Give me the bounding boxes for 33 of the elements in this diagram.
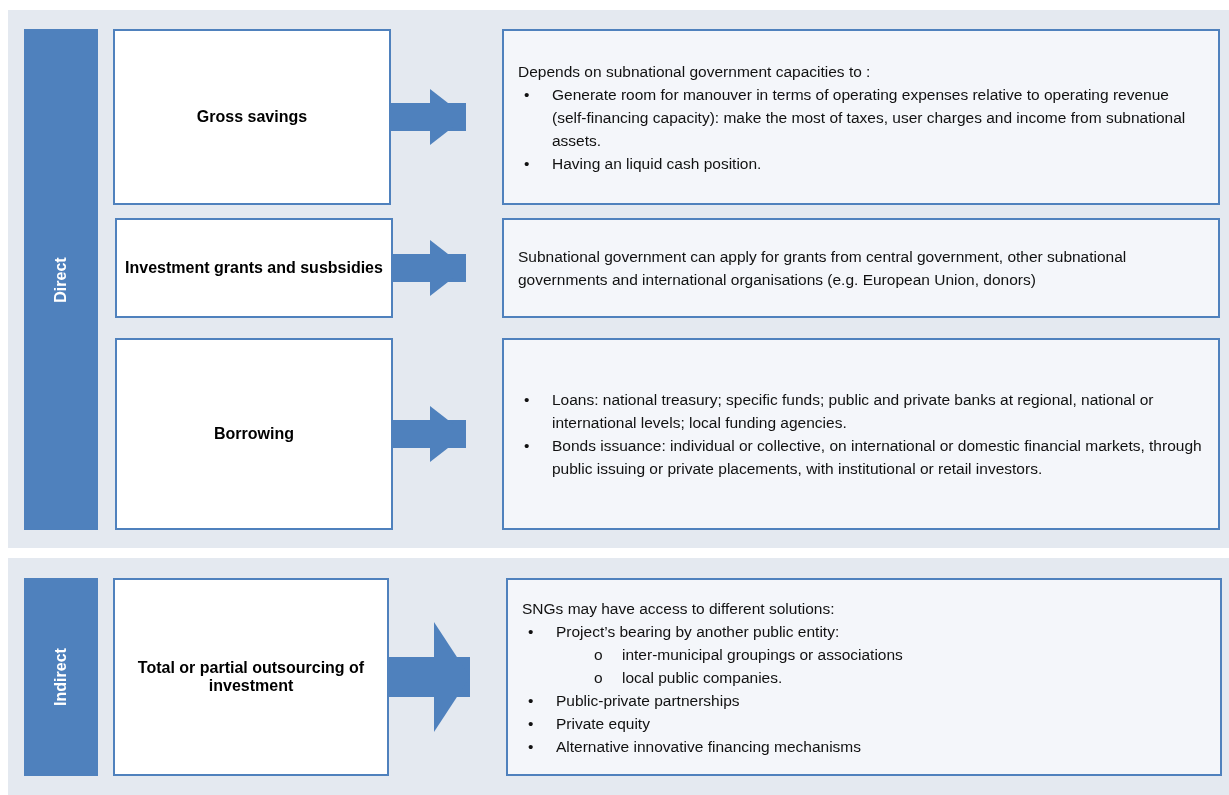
source-box	[113, 29, 391, 205]
category-label: Direct	[52, 256, 70, 303]
source-label: Investment grants and susbsidies	[125, 259, 383, 277]
source-label: Borrowing	[214, 425, 294, 443]
bullet-item: • Alternative innovative financing mechanisms	[527, 736, 862, 757]
description-text: SNGs may have access to different solutions:	[522, 598, 836, 619]
bullet-item: • Generate room for manouver in terms of operating expenses relative to operating revenue (self-financing capacity): make the most of taxes, user charges and income from subnational assets.	[523, 84, 1187, 151]
description-box	[502, 218, 1220, 318]
sub-bullet-item: o inter-municipal groupings or associations	[593, 644, 904, 665]
description-text: Depends on subnational government capacities to :	[518, 61, 872, 82]
bullet-item: • Public-private partnerships	[527, 690, 741, 711]
block-arrow	[393, 406, 466, 462]
category-band	[24, 578, 98, 776]
block-arrow	[389, 622, 470, 732]
description-box	[502, 29, 1220, 205]
block-arrow	[391, 89, 466, 145]
bullet-item: • Having an liquid cash position.	[523, 153, 763, 174]
source-box	[115, 218, 393, 318]
description-box	[502, 338, 1220, 530]
bullet-item: • Private equity	[527, 713, 651, 734]
description-text: Subnational government can apply for grants from central government, other subnational governments and international organisations (e.g. European Union, donors)	[518, 247, 1128, 290]
bullet-item: • Project’s bearing by another public entity:	[527, 621, 841, 642]
source-label: Total or partial outsourcing of investment	[136, 659, 366, 695]
category-label: Indirect	[52, 648, 70, 706]
description-box	[506, 578, 1222, 776]
bullet-item: • Bonds issuance: individual or collective, on international or domestic financial markets, through public issuing or private placements, with institutional or retail investors.	[523, 436, 1203, 479]
category-band	[24, 29, 98, 530]
block-arrow	[393, 240, 466, 296]
source-label: Gross savings	[196, 108, 308, 126]
bullet-item: • Loans: national treasury; specific funds; public and private banks at regional, national or international levels; local funding agencies.	[523, 390, 1155, 433]
source-box	[113, 578, 389, 776]
sub-bullet-item: o local public companies.	[593, 667, 784, 688]
source-box	[115, 338, 393, 530]
